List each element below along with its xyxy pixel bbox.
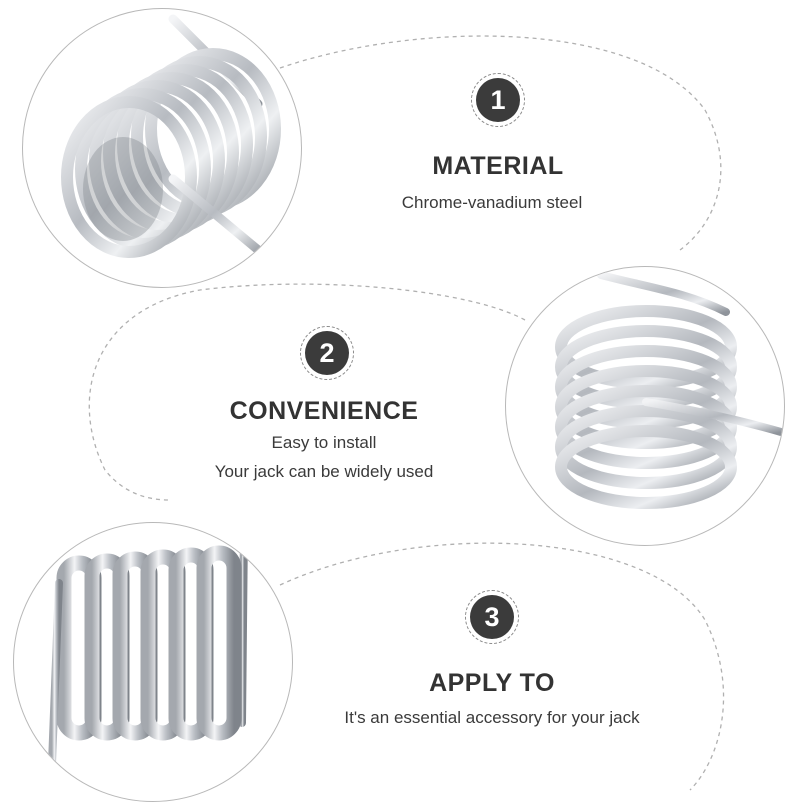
step-number-1: 1	[476, 78, 520, 122]
spring-image-3	[48, 524, 248, 767]
step-number-2: 2	[305, 331, 349, 375]
spring-photo-2	[505, 266, 785, 546]
step-badge-2: 2	[300, 326, 354, 380]
spring-photo-3	[13, 522, 293, 802]
dashed-ellipse-3	[279, 542, 725, 791]
feature-title-convenience: CONVENIENCE	[229, 397, 419, 425]
feature-desc-material: Chrome-vanadium steel	[401, 193, 583, 212]
dashed-ellipse-1	[279, 35, 722, 251]
feature-title-apply-to: APPLY TO	[429, 669, 555, 697]
feature-title-material: MATERIAL	[432, 152, 564, 180]
spring-photo-1	[22, 8, 302, 288]
step-badge-3: 3	[465, 590, 519, 644]
feature-desc-convenience-2: Your jack can be widely used	[214, 462, 434, 481]
feature-desc-convenience-1: Easy to install	[271, 433, 377, 452]
step-number-3: 3	[470, 595, 514, 639]
step-badge-1: 1	[471, 73, 525, 127]
spring-image-2	[555, 271, 784, 509]
spring-image-1	[61, 14, 281, 259]
feature-desc-apply-to: It's an essential accessory for your jac…	[344, 708, 640, 727]
